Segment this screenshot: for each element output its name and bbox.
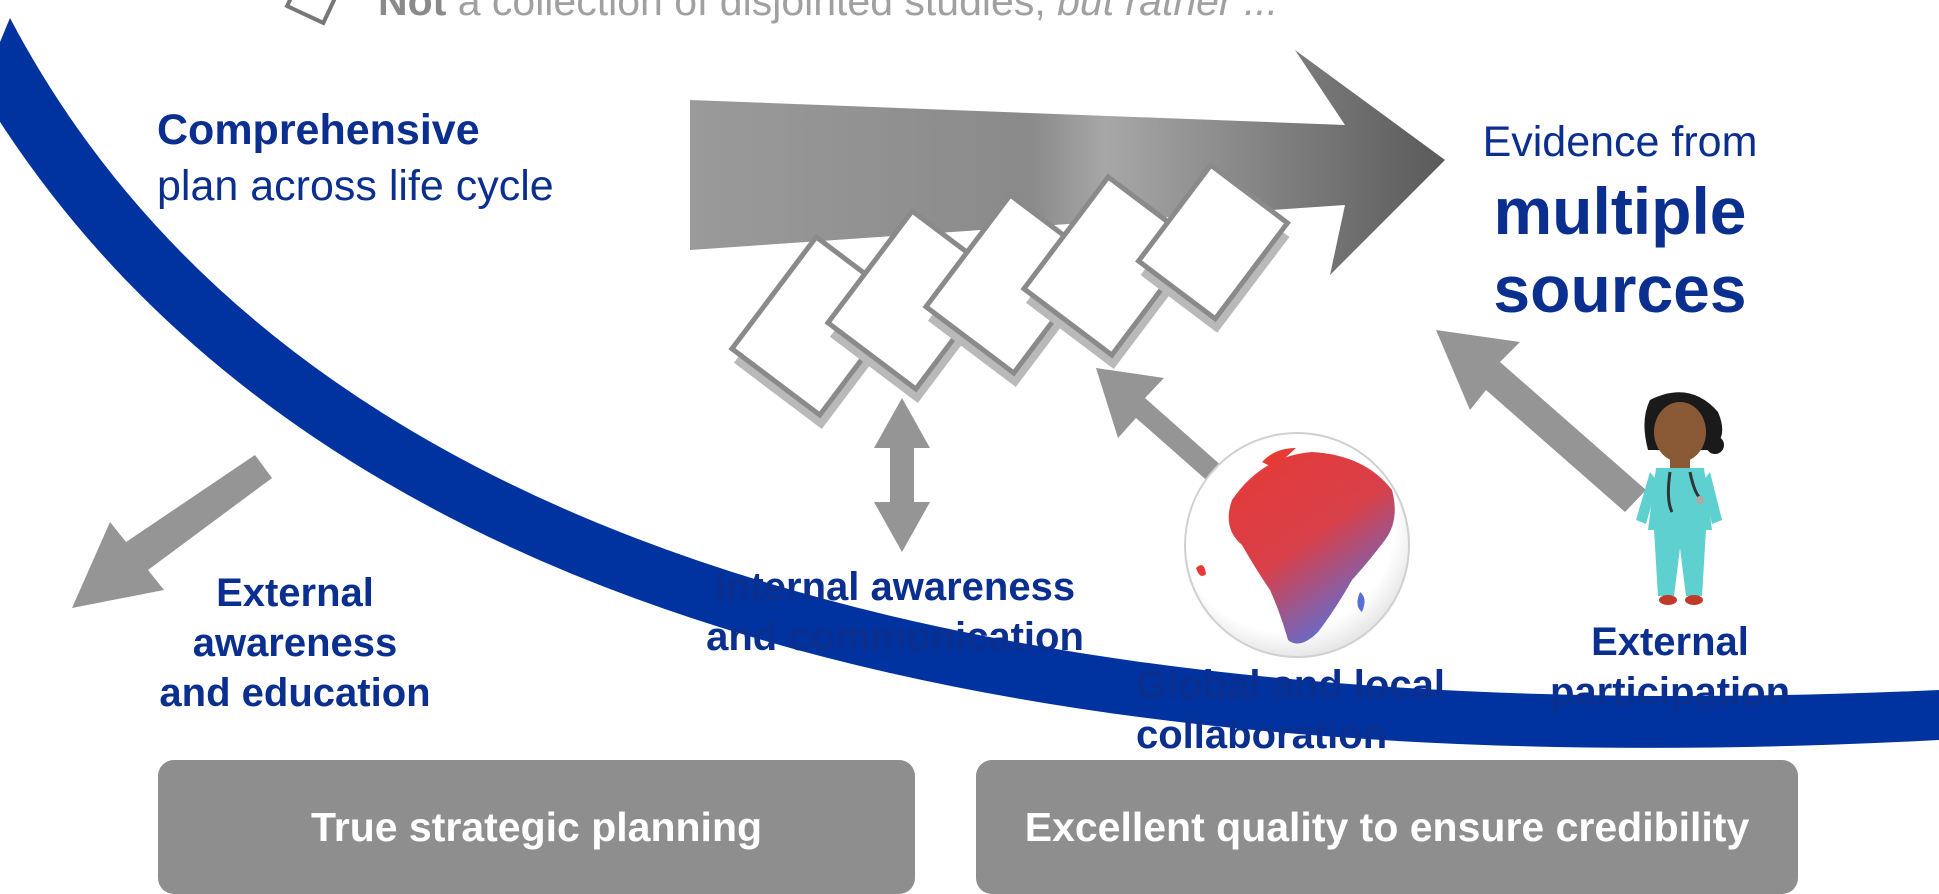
nurse-icon bbox=[1636, 392, 1724, 605]
label-external-participation: External participation bbox=[1520, 617, 1820, 717]
label-internal-awareness: Internal awareness and communication bbox=[680, 562, 1110, 662]
big-arrow bbox=[690, 50, 1445, 275]
header-lead-italic: but rather ... bbox=[1057, 0, 1279, 24]
global-local-line1: Global and local bbox=[1136, 663, 1445, 707]
arrow-participation bbox=[1436, 330, 1646, 512]
plan-line2: plan across life cycle bbox=[157, 162, 554, 210]
external-awareness-line3: and education bbox=[159, 671, 431, 715]
arrow-external-awareness bbox=[72, 455, 272, 608]
quality-credibility-box: Excellent quality to ensure credibility bbox=[976, 760, 1798, 894]
header-lead: Not a collection of disjointed studies, … bbox=[378, 0, 1278, 25]
checkbox-icon bbox=[284, 0, 342, 26]
header-lead-text: a collection of disjointed studies, bbox=[446, 0, 1058, 24]
global-local-line2: collaboration bbox=[1136, 713, 1388, 757]
external-participation-line1: External bbox=[1591, 620, 1749, 664]
label-global-local: Global and local collaboration bbox=[1136, 660, 1445, 760]
globe-icon bbox=[1184, 432, 1410, 658]
arrow-global bbox=[1096, 368, 1224, 490]
arrow-internal-double bbox=[874, 398, 930, 552]
header-lead-bold: Not bbox=[378, 0, 447, 24]
document-stack-icon bbox=[728, 161, 1291, 429]
external-participation-line2: participation bbox=[1549, 670, 1791, 714]
strategic-planning-label: True strategic planning bbox=[310, 803, 763, 850]
evidence-text: Evidence from multiple sources bbox=[1440, 112, 1800, 328]
evidence-line3: sources bbox=[1493, 252, 1747, 326]
plan-line1: Comprehensive bbox=[157, 106, 480, 154]
label-external-awareness: External awareness and education bbox=[120, 568, 470, 718]
plan-text: Comprehensive plan across life cycle bbox=[157, 102, 554, 214]
evidence-line1: Evidence from bbox=[1482, 118, 1758, 166]
strategic-planning-box: True strategic planning bbox=[158, 760, 915, 894]
evidence-line2: multiple bbox=[1493, 174, 1747, 248]
quality-credibility-label: Excellent quality to ensure credibility bbox=[1024, 803, 1750, 850]
internal-awareness-line2: and communication bbox=[706, 615, 1084, 659]
internal-awareness-line1: Internal awareness bbox=[714, 565, 1076, 609]
external-awareness-line1: External bbox=[216, 571, 374, 615]
external-awareness-line2: awareness bbox=[192, 621, 398, 665]
